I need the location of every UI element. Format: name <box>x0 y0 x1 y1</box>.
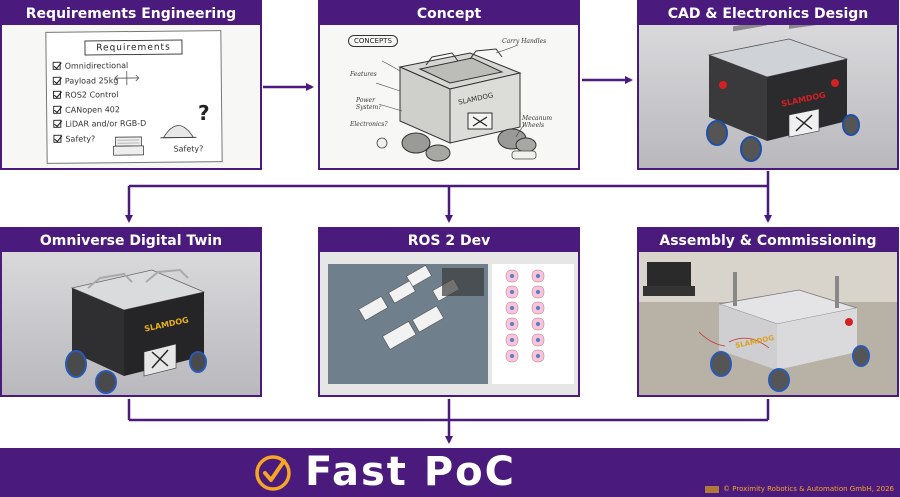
copyright-text: © Proximity Robotics & Automation GmbH, … <box>705 485 894 493</box>
panel-title: Omniverse Digital Twin <box>2 229 260 252</box>
panel-title: ROS 2 Dev <box>320 229 578 252</box>
company-logo-icon <box>705 485 720 493</box>
safety-note: Safety? <box>173 144 204 154</box>
mecanum-wheels-label: Mecanum Wheels <box>522 115 553 129</box>
list-item: CANopen 402 <box>53 102 146 117</box>
cad-render: SLAMDOG <box>639 25 897 168</box>
ros-simulation-view <box>320 252 578 395</box>
checkbox-icon <box>53 134 62 143</box>
checkbox-icon <box>52 61 61 70</box>
check-circle-icon <box>255 455 291 491</box>
direction-arrows-icon <box>114 71 140 86</box>
carry-handles-label: Carry Handles <box>502 38 547 45</box>
panel-concept: Concept <box>318 0 580 170</box>
electronics-label: Electronics? <box>350 121 388 128</box>
assembly-photo: SLAMDOG <box>639 252 897 395</box>
panel-assembly-commissioning: Assembly & Commissioning SLAMDOG <box>637 227 899 397</box>
checkbox-icon <box>53 119 62 128</box>
fast-poc-banner: Fast PoC © Proximity Robotics & Automati… <box>0 448 900 497</box>
omniverse-robot-render <box>65 268 207 394</box>
panel-requirements-engineering: Requirements Engineering Requirements Om… <box>0 0 262 170</box>
checkbox-icon <box>52 76 61 85</box>
panel-title: Assembly & Commissioning <box>639 229 897 252</box>
assembly-photo-render <box>639 252 897 395</box>
list-item: ROS2 Control <box>52 88 146 103</box>
cad-robot-render <box>706 25 860 162</box>
requirements-sheet: Requirements Omnidirectional Payload 25k… <box>45 30 223 164</box>
panel-title: Concept <box>320 2 578 25</box>
checkbox-icon <box>52 90 62 99</box>
power-system-label: Power System? <box>356 97 382 111</box>
banner-title: Fast PoC <box>305 449 516 495</box>
requirements-sketch: Requirements Omnidirectional Payload 25k… <box>2 25 260 168</box>
checkbox-icon <box>53 105 62 114</box>
features-label: Features <box>350 71 377 78</box>
robot-sketch <box>375 44 537 162</box>
hardhat-icon <box>160 125 197 139</box>
panel-ros2-dev: ROS 2 Dev <box>318 227 580 397</box>
scale-weight-icon <box>113 136 145 156</box>
panel-cad-electronics: CAD & Electronics Design SLAMDOG <box>637 0 899 170</box>
omniverse-render: SLAMDOG <box>2 252 260 395</box>
panel-title: Requirements Engineering <box>2 2 260 25</box>
list-item: LiDAR and/or RGB-D <box>53 117 146 132</box>
requirements-header: Requirements <box>84 39 183 56</box>
concept-sketch: CONCEPTS Carry Handles Features Power Sy… <box>320 25 578 168</box>
question-mark: ? <box>198 101 210 125</box>
panel-omniverse-digital-twin: Omniverse Digital Twin SLAMDOG <box>0 227 262 397</box>
ros-simulation-render <box>328 264 574 384</box>
concepts-label: CONCEPTS <box>348 35 398 47</box>
panel-title: CAD & Electronics Design <box>639 2 897 25</box>
